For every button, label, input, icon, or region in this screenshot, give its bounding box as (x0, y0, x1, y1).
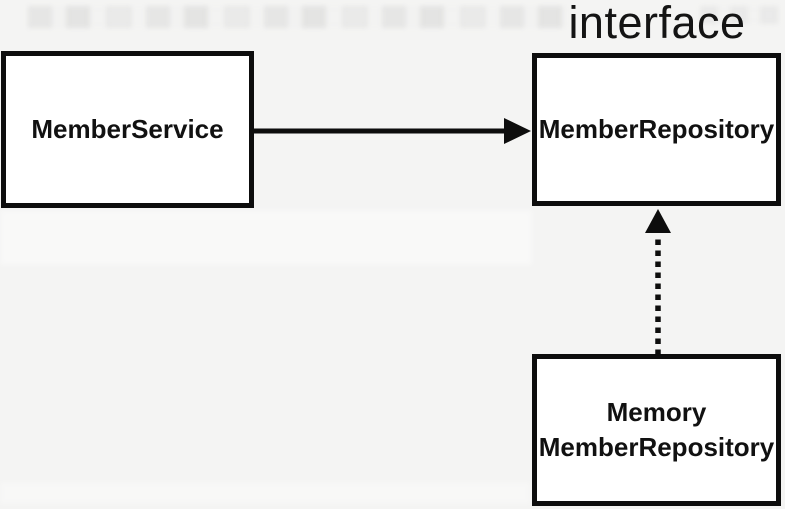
memory-member-repository-label-line2: MemberRepository (538, 432, 775, 462)
dependency-arrowhead-icon (504, 118, 531, 144)
compression-artifact-band (28, 6, 568, 28)
memory-member-repository-label-line1: Memory (606, 397, 707, 427)
interface-stereotype-label: interface (568, 0, 746, 48)
member-service-label: MemberService (31, 114, 224, 144)
dependency-arrow (254, 118, 531, 144)
implements-arrow (645, 209, 671, 355)
member-repository-label: MemberRepository (538, 114, 775, 144)
member-repository-node: MemberRepository (532, 53, 781, 206)
background-light-band (0, 482, 530, 504)
memory-member-repository-node: Memory MemberRepository (532, 354, 781, 506)
background-light-band (0, 210, 532, 265)
member-service-node: MemberService (1, 51, 254, 208)
implements-arrowhead-icon (645, 209, 671, 233)
